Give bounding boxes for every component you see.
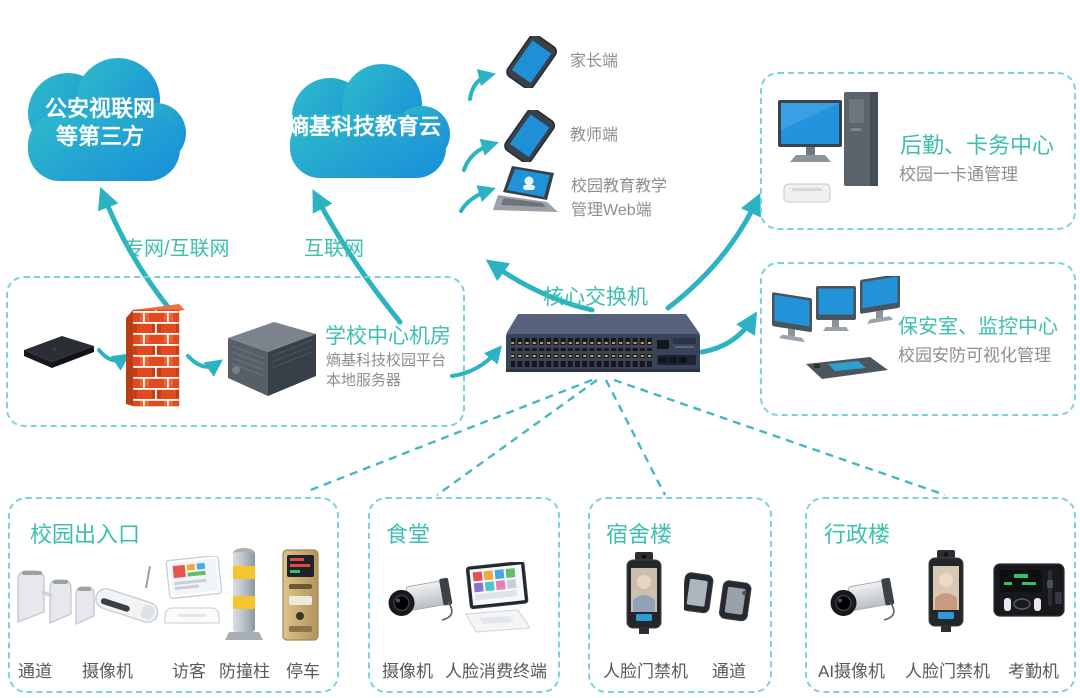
link-label-private: 专网/互联网 bbox=[124, 238, 230, 260]
logistics-center-title: 后勤、卡务中心 bbox=[900, 133, 1055, 158]
entrance-bollard bbox=[224, 544, 264, 644]
turnstile-icon bbox=[17, 570, 95, 625]
cloud-icon bbox=[28, 58, 186, 181]
parent-phone bbox=[503, 36, 561, 88]
police-cloud: 公安视联网 等第三方 bbox=[10, 55, 190, 189]
bollard-icon bbox=[225, 548, 263, 640]
admin-device-label: AI摄像机 bbox=[818, 662, 886, 681]
server-icon bbox=[228, 322, 316, 396]
smartphone-icon bbox=[504, 110, 556, 162]
entrance-visitor-terminal bbox=[162, 556, 226, 632]
local-server bbox=[222, 316, 320, 404]
logistics-center-box bbox=[760, 72, 1076, 230]
admin-zone-box bbox=[805, 497, 1076, 693]
parent-endpoint-label: 家长端 bbox=[570, 53, 619, 70]
admin-zone-title: 行政楼 bbox=[824, 522, 891, 547]
admin-ai-camera bbox=[826, 572, 898, 628]
face-access-icon bbox=[626, 552, 662, 634]
teacher-endpoint-label: 教师端 bbox=[570, 127, 619, 144]
entrance-device-label: 通道 bbox=[18, 662, 52, 681]
arrow-switch-to-security bbox=[699, 311, 757, 355]
entrance-zone-box bbox=[8, 497, 339, 693]
monitor-wall-icon bbox=[772, 276, 900, 379]
firewall bbox=[126, 300, 188, 412]
police-cloud-line2: 等第三方 bbox=[55, 123, 144, 149]
web-endpoint-label-line2: 管理Web端 bbox=[571, 202, 652, 219]
pos-terminal-icon bbox=[465, 562, 532, 633]
security-center-box bbox=[760, 262, 1076, 416]
swing-gate-icon bbox=[684, 572, 752, 622]
security-center-title: 保安室、监控中心 bbox=[898, 316, 1058, 338]
dorm-device-label: 通道 bbox=[712, 662, 746, 681]
access-router bbox=[16, 328, 98, 374]
core-switch bbox=[502, 308, 702, 380]
admin-face-terminal bbox=[922, 550, 970, 634]
dorm-face-terminal bbox=[620, 552, 668, 636]
entrance-zone-title: 校园出入口 bbox=[30, 522, 141, 547]
bullet-camera-icon bbox=[95, 565, 159, 623]
server-room-title: 学校中心机房 bbox=[325, 325, 451, 348]
entrance-device-label: 摄像机 bbox=[82, 662, 133, 681]
edu-cloud: 熵基科技教育云 bbox=[272, 60, 456, 186]
admin-device-label: 人脸门禁机 bbox=[905, 662, 990, 681]
server-room-sub1: 熵基科技校园平台 bbox=[326, 352, 447, 369]
arrow-cloud-to-web-laptop bbox=[459, 185, 496, 213]
box-camera-icon bbox=[830, 577, 895, 621]
canteen-pos-terminal bbox=[454, 562, 540, 636]
box-camera-icon bbox=[388, 577, 453, 621]
desktop-computer-icon bbox=[778, 92, 878, 203]
link-label-internet: 互联网 bbox=[304, 238, 364, 260]
server-room-sub2: 本地服务器 bbox=[326, 372, 402, 389]
canteen-camera bbox=[384, 572, 456, 628]
canteen-zone-box bbox=[368, 497, 560, 693]
smartphone-icon bbox=[506, 36, 558, 88]
logistics-center-subtitle: 校园一卡通管理 bbox=[899, 165, 1018, 184]
admin-device-label: 考勤机 bbox=[1008, 662, 1059, 681]
link-switch-to-dorm-zone bbox=[604, 379, 667, 496]
logistics-computer bbox=[778, 90, 883, 210]
firewall-icon bbox=[126, 304, 185, 407]
police-cloud-line1: 公安视联网 bbox=[44, 96, 155, 121]
canteen-device-label: 摄像机 bbox=[382, 662, 433, 681]
dorm-device-label: 人脸门禁机 bbox=[603, 662, 688, 681]
web-endpoint-label-line1: 校园教育教学 bbox=[571, 178, 668, 195]
arrow-cloud-to-teacher-phone bbox=[462, 138, 499, 172]
cloud-icon bbox=[290, 64, 450, 178]
edu-cloud-label: 熵基科技教育云 bbox=[286, 114, 441, 139]
entrance-turnstile bbox=[14, 558, 102, 640]
visitor-terminal-icon bbox=[164, 556, 223, 624]
canteen-device-label: 人脸消费终端 bbox=[445, 662, 547, 681]
entrance-device-label: 防撞柱 bbox=[219, 662, 270, 681]
arrow-cloud-to-parent-phone bbox=[468, 69, 496, 101]
entrance-device-label: 访客 bbox=[172, 662, 206, 681]
admin-attendance-machine bbox=[992, 562, 1068, 622]
entrance-device-label: 停车 bbox=[286, 662, 320, 681]
laptop-icon bbox=[493, 166, 558, 212]
attendance-machine-icon bbox=[993, 563, 1065, 617]
parking-kiosk-icon bbox=[282, 549, 319, 641]
arrow-switch-to-logistics bbox=[665, 193, 761, 311]
core-switch-label: 核心交换机 bbox=[543, 286, 648, 309]
dorm-swing-gate bbox=[684, 562, 758, 628]
web-laptop bbox=[492, 164, 564, 218]
dorm-zone-title: 宿舍楼 bbox=[606, 522, 673, 547]
entrance-camera bbox=[92, 562, 166, 632]
security-monitor-wall bbox=[770, 276, 905, 384]
security-center-subtitle: 校园安防可视化管理 bbox=[898, 346, 1051, 365]
dorm-zone-box bbox=[588, 497, 772, 693]
entrance-parking-kiosk bbox=[274, 548, 326, 644]
teacher-phone bbox=[501, 110, 559, 162]
network-switch-icon bbox=[506, 314, 700, 372]
canteen-zone-title: 食堂 bbox=[386, 522, 431, 547]
face-access-icon bbox=[928, 550, 964, 632]
server-room-box bbox=[6, 276, 465, 427]
router-icon bbox=[24, 336, 94, 368]
